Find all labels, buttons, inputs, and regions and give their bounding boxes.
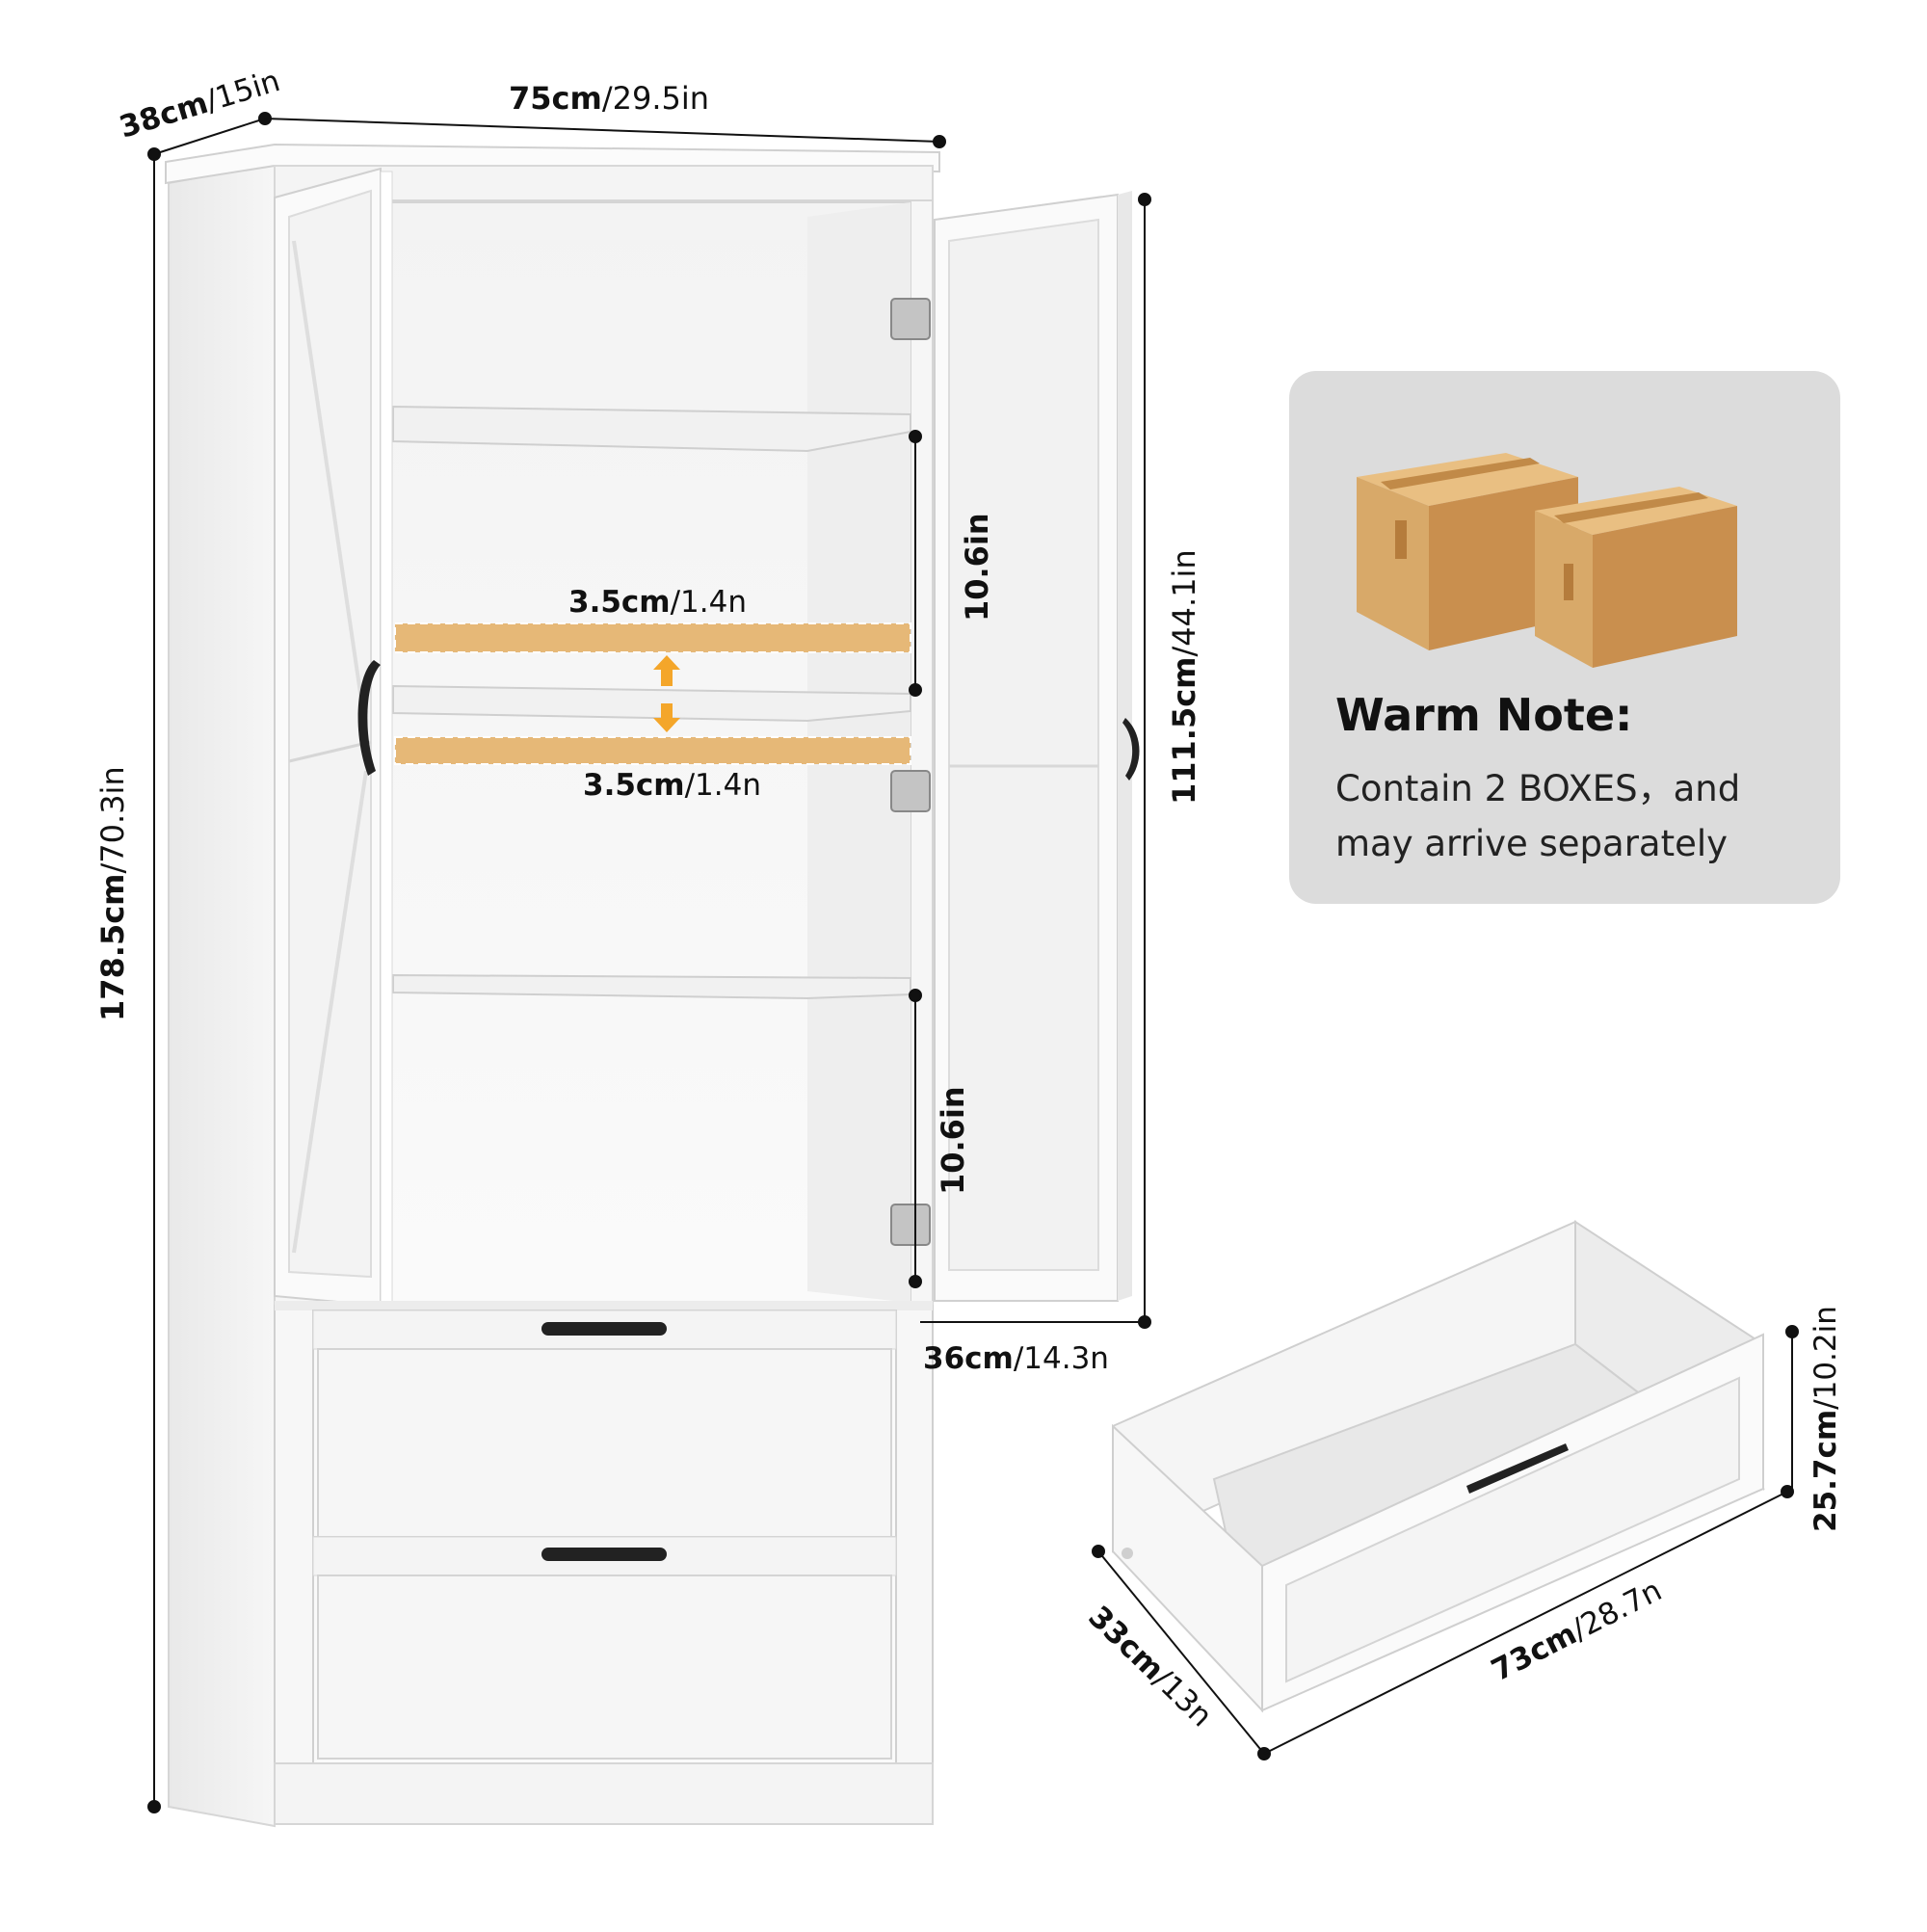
warm-note-line-1: Contain 2 BOXES，and — [1335, 768, 1741, 809]
inner-depth-label: 36cm/14.3n — [923, 1341, 1109, 1376]
cabinet-side-panel — [168, 162, 276, 1828]
drawer-top — [312, 1310, 897, 1562]
left-door-handle-icon — [357, 660, 381, 776]
drawer-bottom — [312, 1536, 897, 1764]
drawer-handle-icon — [541, 1548, 667, 1561]
arrow-up-icon — [653, 655, 680, 686]
shelf-gap-top-label: 10.6in — [959, 513, 995, 622]
shelf-highlight-lower — [394, 736, 911, 765]
shelf-3 — [392, 973, 911, 1000]
warm-note-line-2: may arrive separately — [1335, 823, 1729, 864]
right-door-handle-icon — [1122, 718, 1140, 781]
depth-dimension-label: 38cm/15in — [116, 64, 284, 146]
drawer-height-label: 25.7cm/10.2in — [1808, 1306, 1843, 1532]
cabinet-base — [274, 1762, 934, 1825]
warm-note-card: Warm Note: Contain 2 BOXES，and may arriv… — [1289, 371, 1840, 904]
shelf-1 — [392, 405, 911, 453]
drawer-detail-handle-icon — [1466, 1443, 1569, 1494]
shelf-2 — [392, 684, 911, 723]
shelf-adjust-up-label: 3.5cm/1.4n — [568, 585, 747, 620]
left-door-inner — [288, 189, 372, 1279]
warm-note-title: Warm Note: — [1335, 689, 1633, 741]
dimension-lines — [147, 112, 1799, 1813]
shelf-adjust-down-label: 3.5cm/1.4n — [583, 768, 761, 803]
warm-note-body: Contain 2 BOXES，and may arrive separatel… — [1335, 761, 1817, 871]
arrow-down-icon — [653, 703, 680, 732]
drawer-detail — [1112, 1220, 1765, 1713]
shelf-gap-bottom-label: 10.6in — [935, 1086, 971, 1195]
height-dimension-label: 178.5cm/70.3in — [94, 766, 131, 1021]
width-dimension-label: 75cm/29.5in — [509, 80, 709, 117]
shelf-highlight-upper — [394, 622, 911, 653]
cabinet — [165, 143, 1140, 1828]
hinge-icon — [890, 298, 931, 1246]
right-door-inner — [948, 218, 1099, 1271]
shipping-boxes-icon — [1357, 453, 1737, 668]
cabinet-top — [165, 143, 940, 185]
upper-height-dimension-label: 111.5cm/44.1in — [1166, 549, 1202, 805]
drawer-handle-icon — [541, 1322, 667, 1336]
